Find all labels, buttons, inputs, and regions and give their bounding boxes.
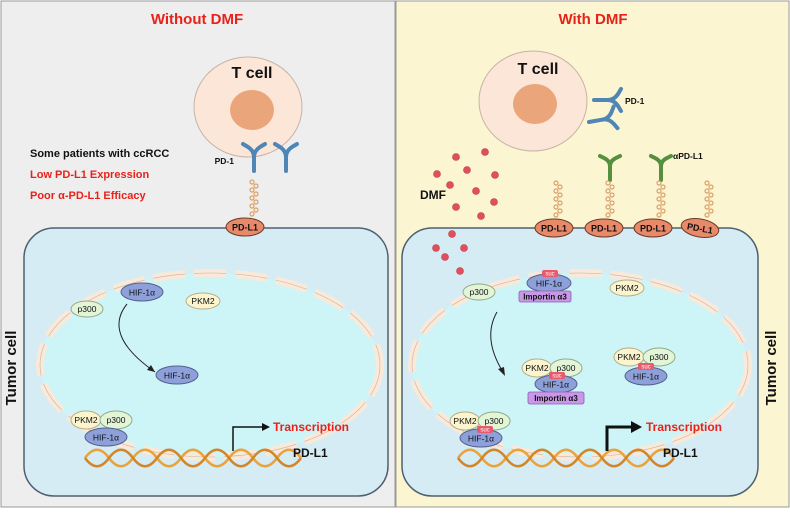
svg-text:PKM2: PKM2 [453, 416, 476, 426]
note-line-3: Poor α-PD-L1 Efficacy [30, 190, 146, 202]
suc-tag-4 [477, 426, 493, 433]
left-tumor-cell-label: Tumor cell [3, 331, 20, 406]
svg-text:HIF-1α: HIF-1α [536, 279, 562, 289]
left-gene-label: PD-L1 [293, 446, 328, 460]
right-pkm2-cytoplasm [609, 279, 645, 297]
svg-text:Importin α3: Importin α3 [523, 293, 567, 302]
svg-text:suc: suc [480, 428, 489, 434]
dmf-molecules [432, 148, 499, 275]
left-t-cell-label: T cell [232, 65, 273, 82]
svg-text:PKM2: PKM2 [615, 283, 638, 293]
left-t-cell-nucleus [230, 90, 274, 130]
svg-text:p300: p300 [650, 352, 669, 362]
left-import-arrow [118, 303, 156, 373]
right-t-cell-label: T cell [518, 61, 559, 78]
right-p300-dna [477, 411, 511, 431]
svg-text:PKM2: PKM2 [617, 352, 640, 362]
svg-text:PD-L1: PD-L1 [686, 221, 713, 235]
right-tumor-cell-label: Tumor cell [763, 331, 780, 406]
left-dna [83, 448, 303, 468]
svg-text:PD-L1: PD-L1 [591, 224, 617, 234]
left-panel-title: Without DMF [151, 11, 243, 28]
left-hif-complex [84, 427, 128, 447]
svg-text:p300: p300 [107, 415, 126, 425]
right-transcription-arrow [605, 425, 631, 451]
suc-tag-1 [542, 270, 558, 277]
right-importin-nucleus [527, 391, 585, 405]
right-apdl1-label: αPD-L1 [673, 151, 703, 161]
left-pdl1 [225, 217, 265, 237]
svg-text:HIF-1α: HIF-1α [129, 288, 155, 298]
svg-text:HIF-1α: HIF-1α [543, 380, 569, 390]
right-pd1-label: PD-1 [625, 96, 645, 106]
svg-text:HIF-1α: HIF-1α [633, 372, 659, 382]
svg-text:suc: suc [545, 272, 554, 278]
right-t-cell-nucleus [513, 84, 557, 124]
svg-text:suc: suc [552, 374, 561, 380]
svg-text:p300: p300 [557, 363, 576, 373]
left-pd1-label: PD-1 [215, 156, 235, 166]
right-transcription-label: Transcription [646, 420, 722, 434]
suc-tag-3 [638, 363, 654, 370]
dmf-label: DMF [420, 188, 446, 202]
right-importin-cytoplasm [518, 290, 572, 303]
svg-text:PKM2: PKM2 [525, 363, 548, 373]
note-line-2: Low PD-L1 Expression [30, 169, 149, 181]
svg-text:HIF-1α: HIF-1α [164, 371, 190, 381]
svg-text:PKM2: PKM2 [191, 296, 214, 306]
svg-text:PKM2: PKM2 [74, 415, 97, 425]
right-dna [456, 448, 676, 468]
left-transcription-label: Transcription [273, 420, 349, 434]
svg-text:p300: p300 [485, 416, 504, 426]
right-pdl1-3 [633, 218, 673, 238]
svg-text:HIF-1α: HIF-1α [468, 434, 494, 444]
left-hif-cytoplasm [120, 282, 164, 302]
svg-text:PD-L1: PD-L1 [541, 224, 567, 234]
svg-text:PD-L1: PD-L1 [232, 223, 258, 233]
right-import-arrow [490, 311, 504, 373]
left-p300-cytoplasm [70, 300, 104, 318]
svg-text:p300: p300 [470, 287, 489, 297]
svg-text:HIF-1α: HIF-1α [93, 433, 119, 443]
right-gene-label: PD-L1 [663, 446, 698, 460]
right-p300-cytoplasm [462, 283, 496, 301]
left-pkm2-cytoplasm [185, 292, 221, 310]
right-pdl1-4 [680, 218, 720, 238]
right-pdl1-2 [584, 218, 624, 238]
note-line-1: Some patients with ccRCC [30, 148, 169, 160]
svg-text:suc: suc [641, 365, 650, 371]
svg-text:p300: p300 [78, 304, 97, 314]
left-nucleus [40, 273, 380, 457]
left-hif-nucleus [155, 365, 199, 385]
left-transcription-arrow [232, 426, 262, 451]
right-p300-nuc-2 [642, 347, 676, 367]
suc-tag-2 [549, 372, 565, 379]
svg-text:Importin α3: Importin α3 [534, 394, 578, 403]
right-pdl1-1 [534, 218, 574, 238]
svg-text:PD-L1: PD-L1 [640, 224, 666, 234]
right-panel-title: With DMF [558, 11, 627, 28]
